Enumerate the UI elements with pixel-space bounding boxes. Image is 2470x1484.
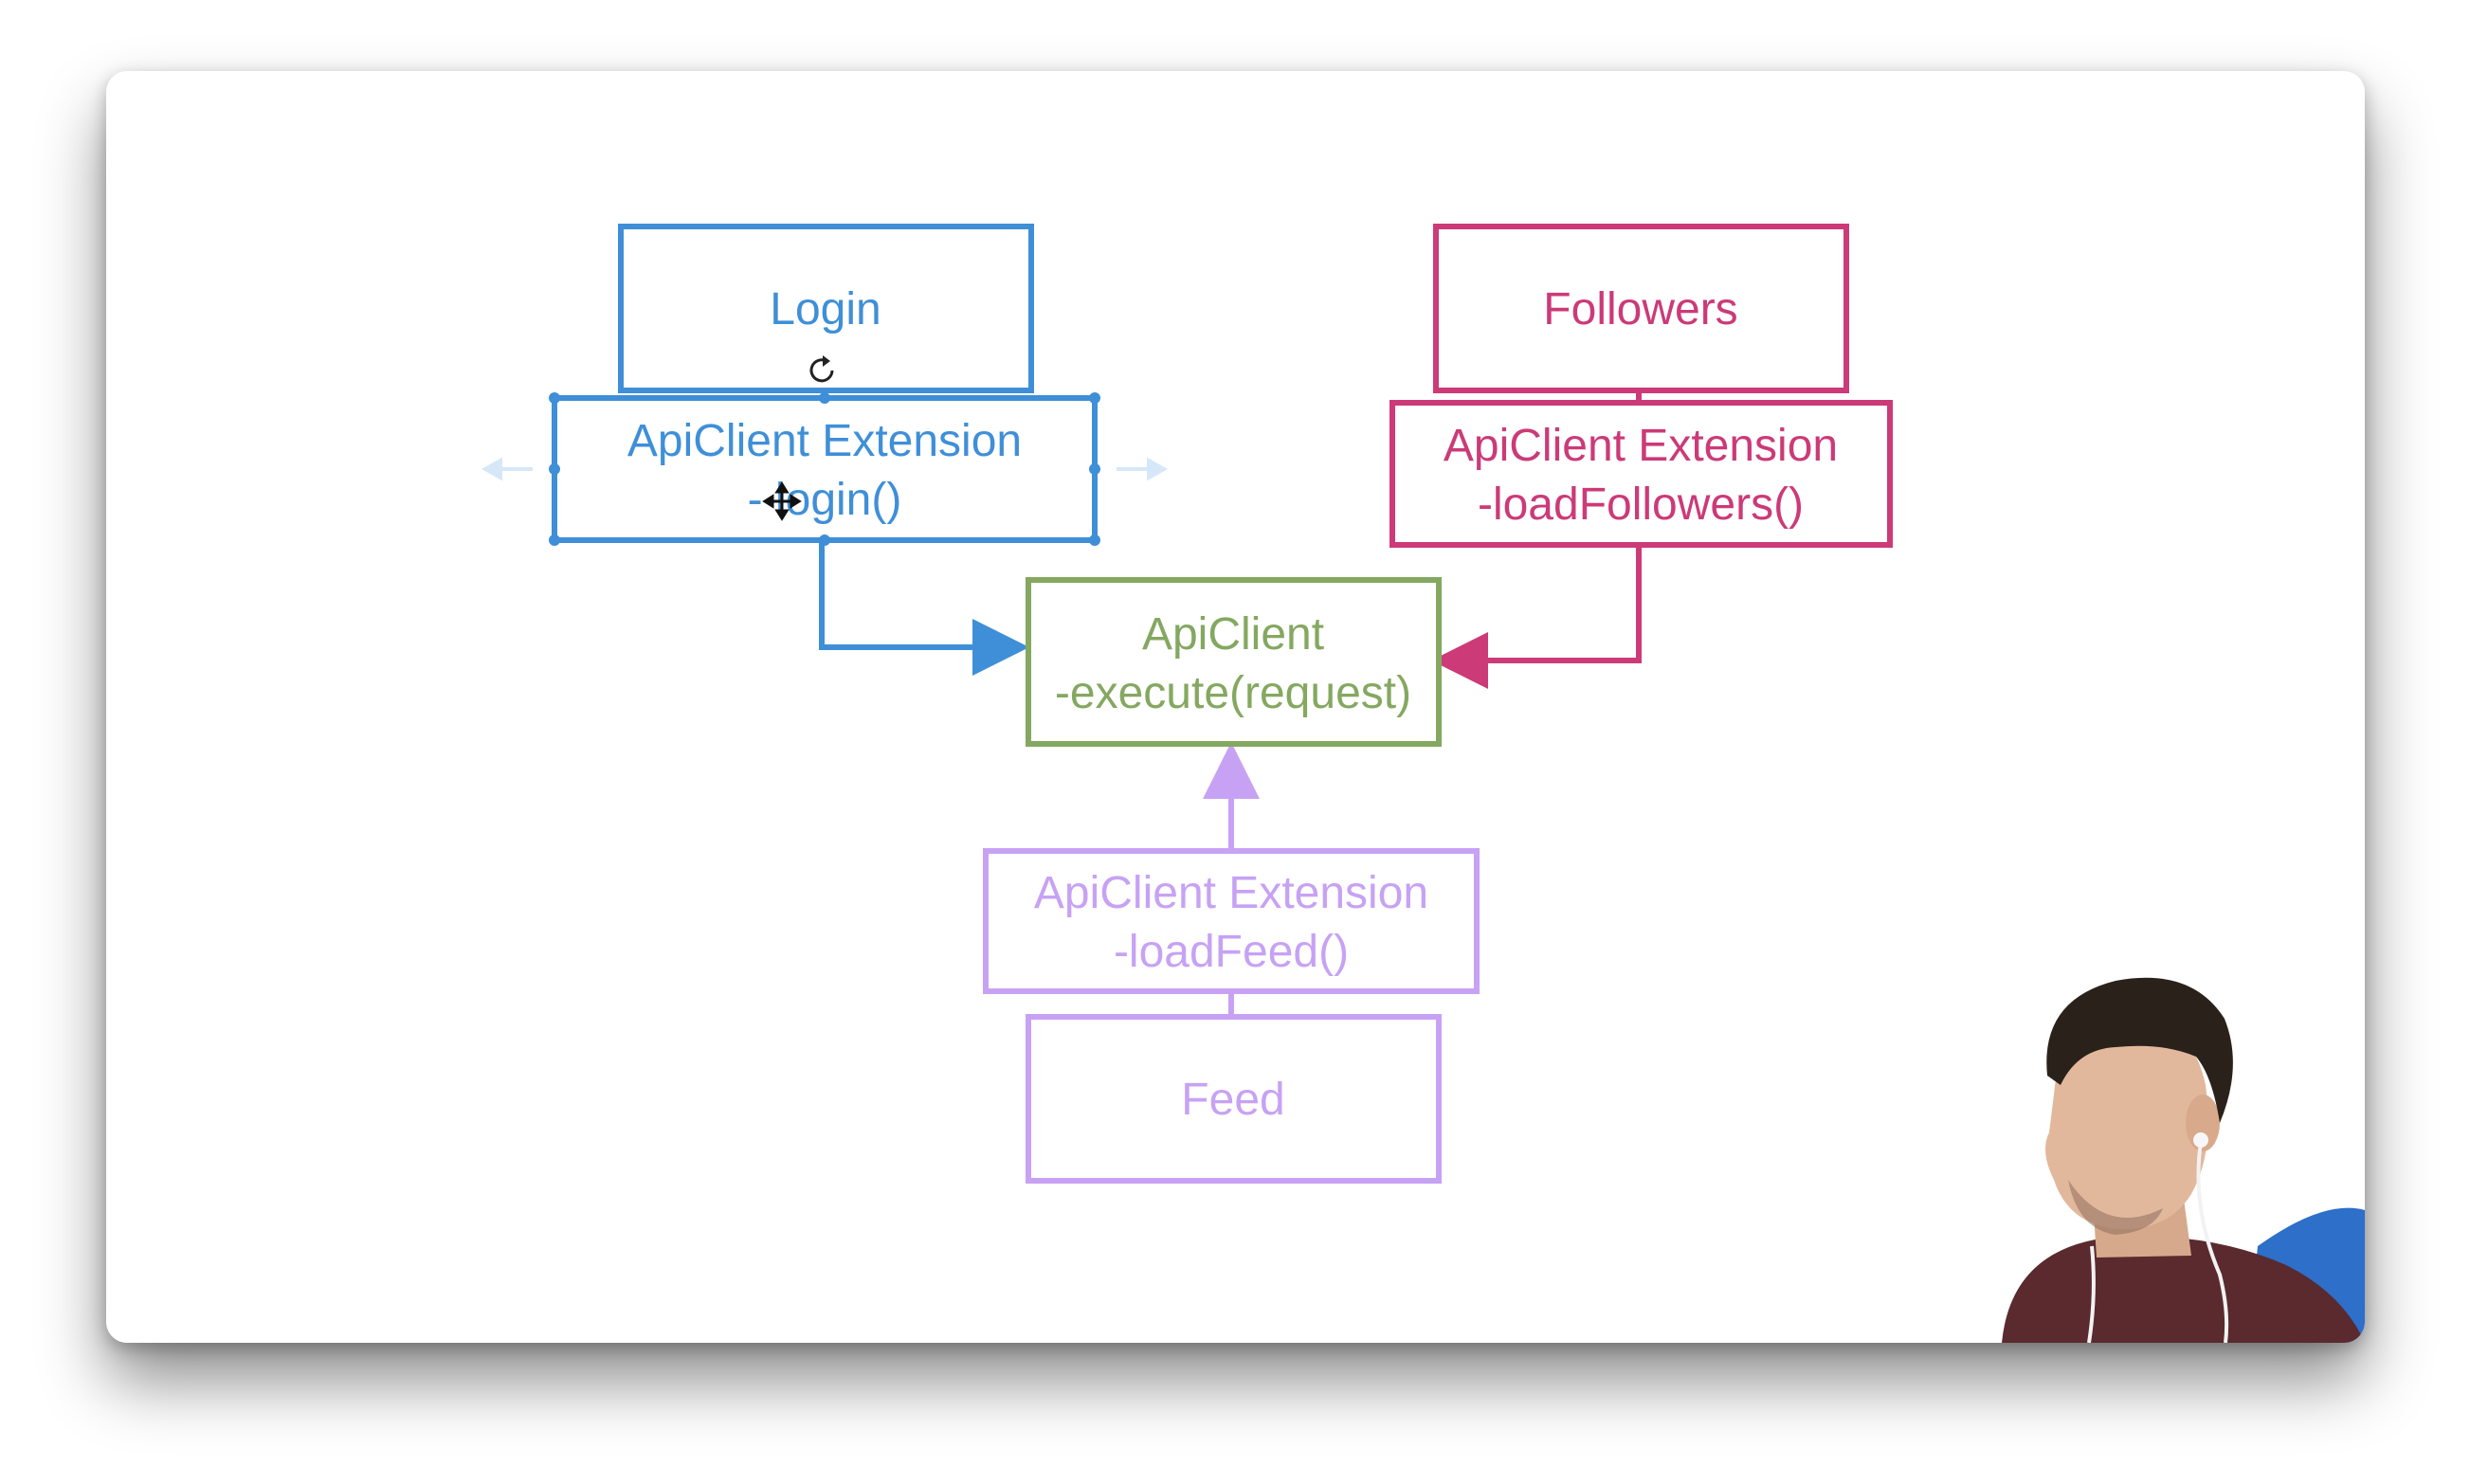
diagram-canvas: Login ApiClient Extension - login() [481,224,1893,1184]
feed-extension-title: ApiClient Extension [1034,868,1428,918]
selection-handle-middle-right[interactable] [1089,463,1100,475]
apiclient-node[interactable]: ApiClient -execute(request) [1026,577,1442,747]
login-label: Login [770,284,881,335]
login-node[interactable]: Login [618,224,1034,393]
webcam-presenter-image [2002,977,2365,1343]
followers-extension-node[interactable]: ApiClient Extension -loadFollowers() [1389,400,1893,548]
feed-node[interactable]: Feed [1026,1014,1442,1184]
followers-extension-title: ApiClient Extension [1444,421,1838,471]
apiclient-method: -execute(request) [1055,668,1411,718]
login-extension-node[interactable]: ApiClient Extension - login() [552,395,1098,543]
selection-handle-bottom-left[interactable] [549,534,560,546]
selection-handle-top-left[interactable] [549,392,560,404]
connect-arrow-left-icon[interactable] [481,457,533,481]
followers-extension-method: -loadFollowers() [1478,480,1804,530]
rotate-icon[interactable] [809,355,834,383]
selection-handles [549,392,1100,546]
feed-label: Feed [1181,1075,1284,1125]
apiclient-title: ApiClient [1142,609,1324,660]
selection-handle-middle-left[interactable] [549,463,560,475]
login-extension-title: ApiClient Extension [627,416,1022,466]
selection-handle-bottom-center[interactable] [819,534,830,546]
feed-extension-method: -loadFeed() [1114,927,1349,977]
connector-followers-to-apiclient [1431,545,1642,689]
selection-handle-top-right[interactable] [1089,392,1100,404]
followers-label: Followers [1543,284,1737,335]
feed-extension-node[interactable]: ApiClient Extension -loadFeed() [983,848,1480,994]
connect-arrow-right-icon[interactable] [1117,457,1169,481]
selection-handle-bottom-right[interactable] [1089,534,1100,546]
followers-node[interactable]: Followers [1433,224,1849,393]
presentation-window: Login ApiClient Extension - login() [106,71,2365,1343]
move-cursor-icon [762,481,802,521]
connector-login-to-apiclient [819,540,1029,676]
selection-handle-top-center[interactable] [819,392,830,404]
